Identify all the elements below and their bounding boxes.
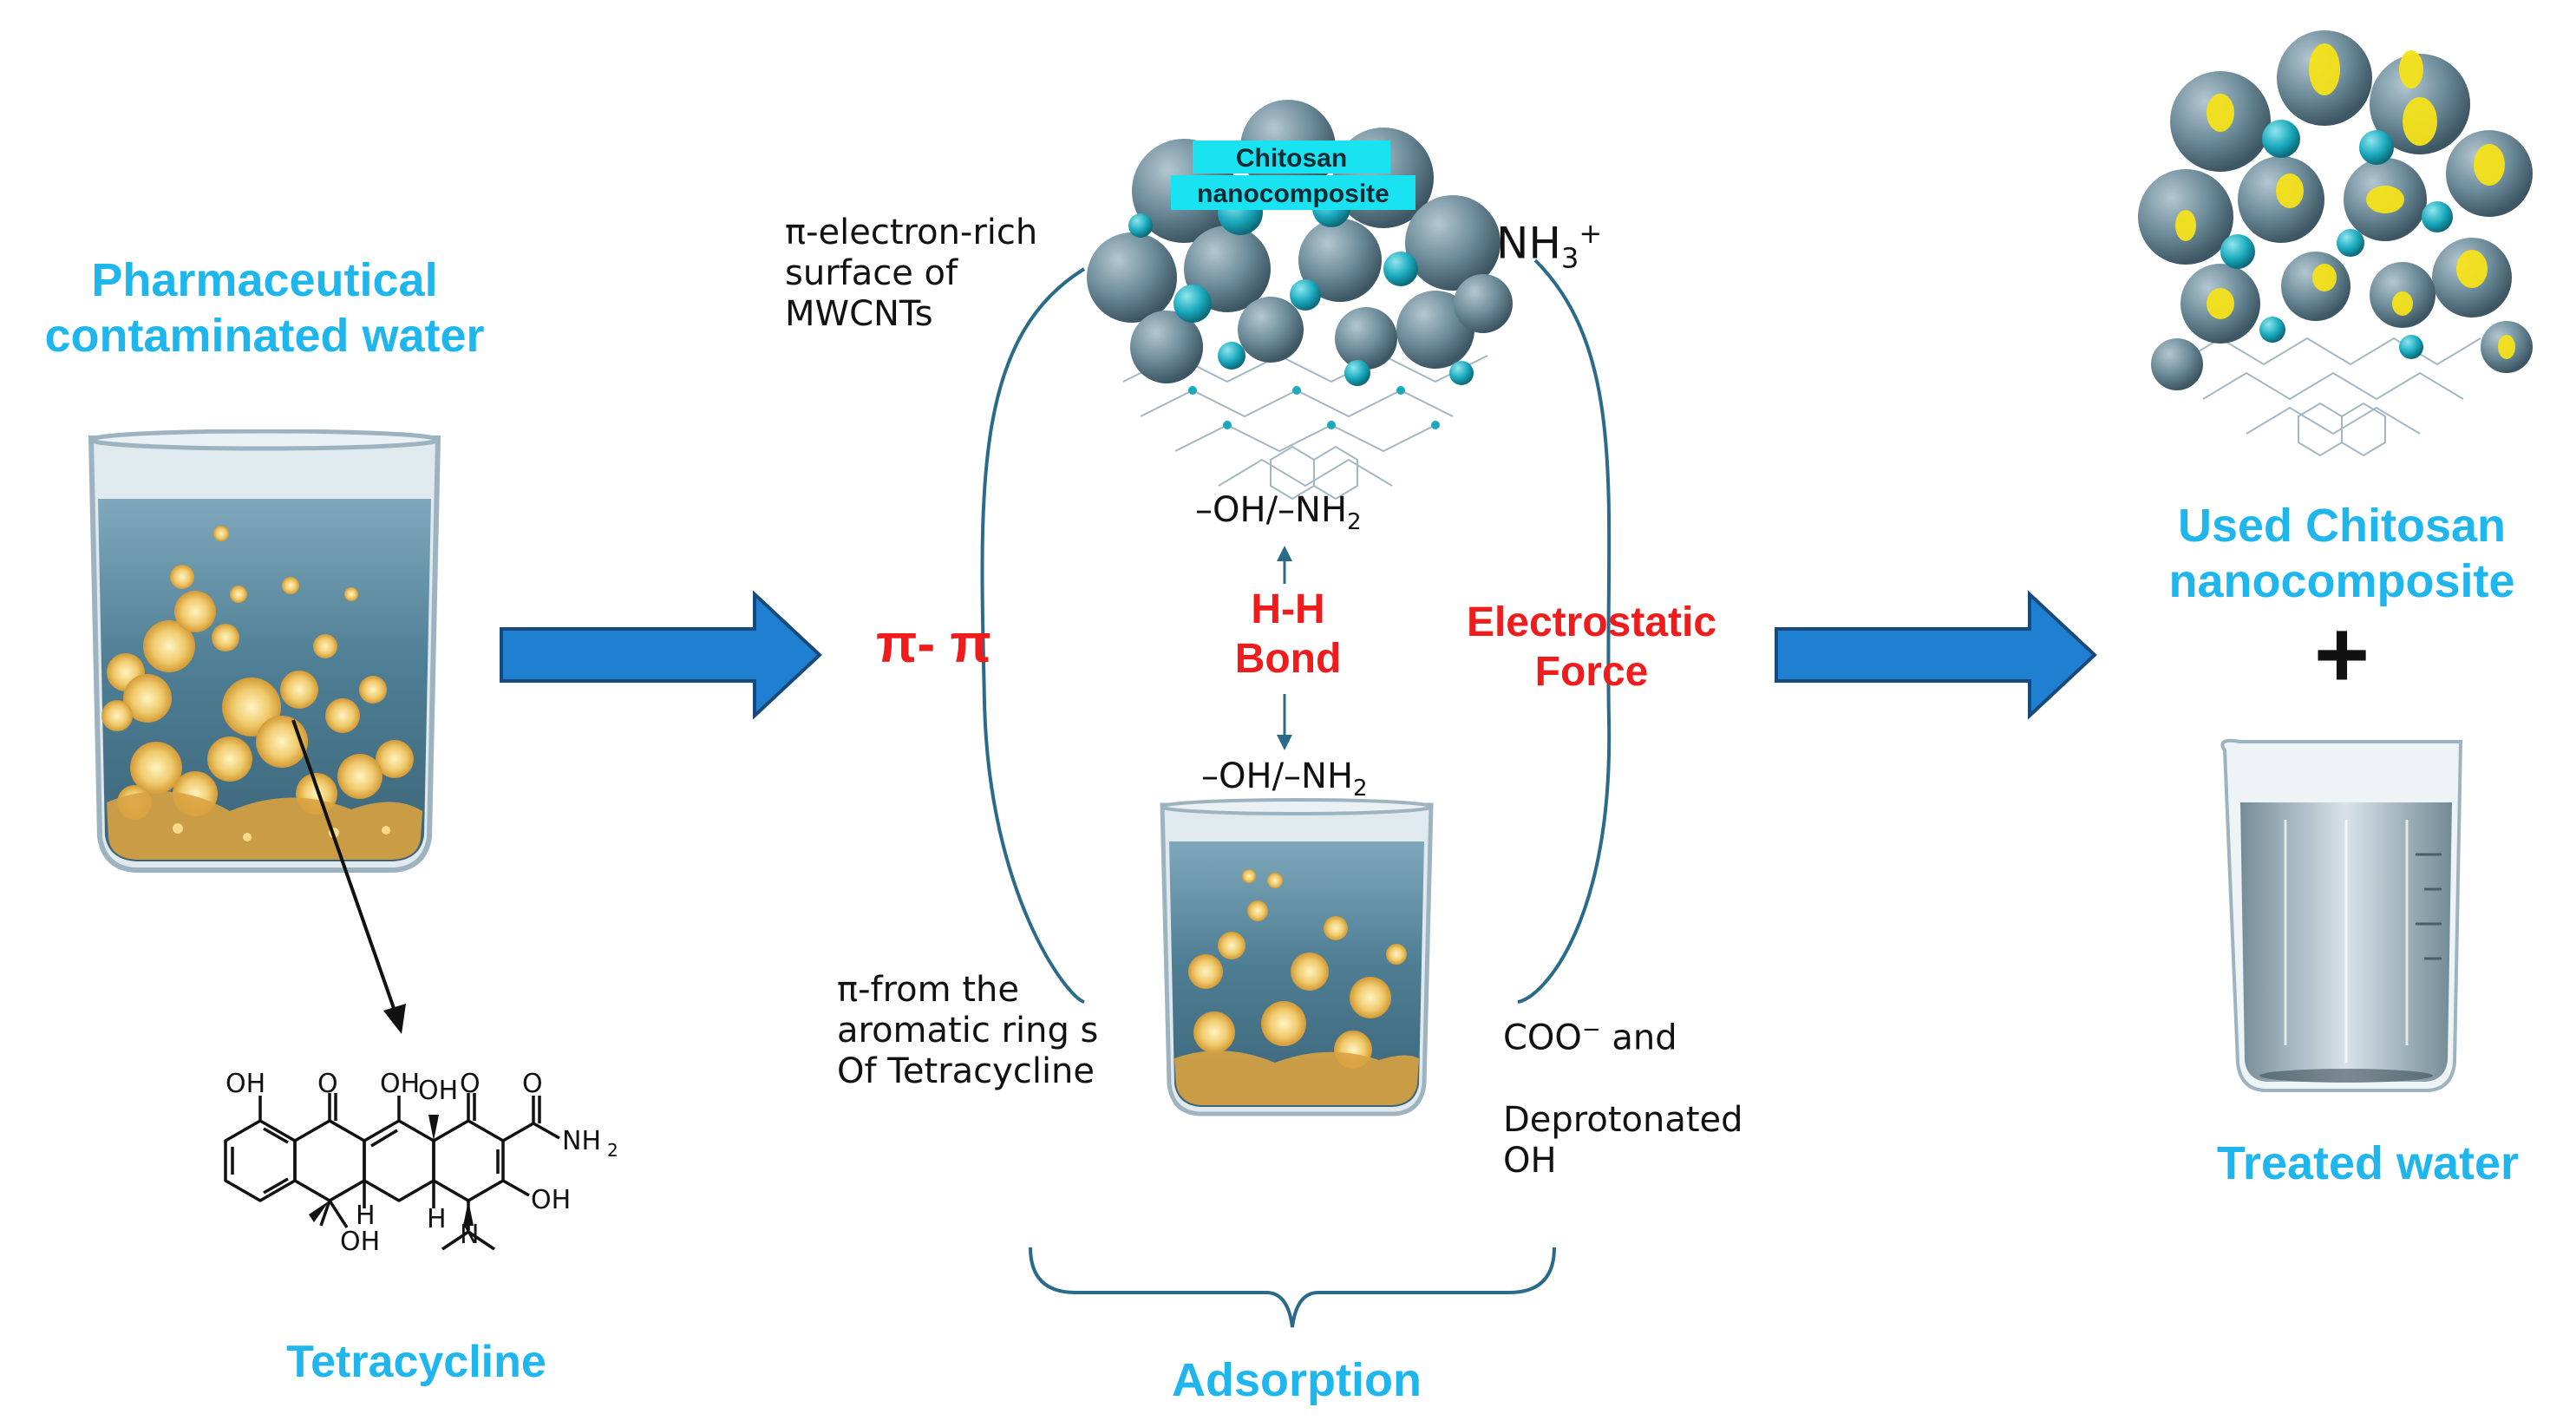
oh-nh2-top-label: –OH/–NH2 bbox=[1195, 490, 1362, 535]
atom-oh-5: OH bbox=[340, 1227, 380, 1257]
treated-water-beaker-image bbox=[2220, 738, 2463, 1092]
hbond-arrows bbox=[1277, 546, 1292, 750]
atom-oh-2: OH bbox=[380, 1069, 420, 1099]
coo-and: and bbox=[1600, 1018, 1677, 1058]
adsorption-beaker-image bbox=[1160, 798, 1434, 1116]
atom-o-1: O bbox=[317, 1069, 338, 1099]
flow-arrow-left bbox=[500, 590, 822, 720]
atom-n: N bbox=[460, 1220, 479, 1250]
contaminated-beaker-image bbox=[88, 429, 441, 873]
composite-label-line2: nanocomposite bbox=[1197, 180, 1389, 208]
adsorption-brace bbox=[1029, 1247, 1556, 1328]
pi-pi-label: π- π bbox=[876, 614, 991, 674]
pointer-arrow-to-molecule bbox=[291, 719, 406, 1034]
deprotonated-oh-label: Deprotonated OH bbox=[1503, 1099, 1743, 1182]
coo-charge: − bbox=[1581, 1017, 1601, 1044]
interaction-curves bbox=[980, 259, 1612, 1004]
adsorption-label: Adsorption bbox=[1172, 1354, 1422, 1406]
nh3-plus-label: NH3+ bbox=[1496, 217, 1603, 275]
hh-bond-label: H-H Bond bbox=[1234, 586, 1342, 682]
atom-nh2: NH bbox=[562, 1126, 601, 1156]
atom-oh-3: OH bbox=[418, 1076, 458, 1106]
atom-oh-1: OH bbox=[226, 1069, 265, 1099]
chitosan-composite-image bbox=[1087, 100, 1513, 501]
composite-label-line1: Chitosan bbox=[1235, 144, 1348, 173]
pharmaceutical-water-title: Pharmaceutical contaminated water bbox=[44, 254, 485, 362]
mwcnt-surface-text: π-electron-rich surface of MWCNTs bbox=[785, 213, 1038, 335]
plus-sign: + bbox=[2313, 601, 2370, 708]
atom-nh2-sub: 2 bbox=[607, 1140, 618, 1161]
electrostatic-force-label: Electrostatic Force bbox=[1466, 599, 1717, 695]
coo-deprotonated-text: COO− and Deprotonated OH bbox=[1503, 976, 1743, 1182]
tetracycline-structure: OH O OH OH O O NH 2 OH OH H H N bbox=[224, 1069, 618, 1257]
treated-water-label: Treated water bbox=[2216, 1137, 2520, 1189]
pi-aromatic-text: π-from the aromatic ring s Of Tetracycli… bbox=[837, 970, 1099, 1092]
used-composite-image bbox=[2138, 30, 2533, 457]
used-composite-title: Used Chitosan nanocomposite bbox=[2168, 500, 2515, 607]
coo-label: COO bbox=[1503, 1018, 1582, 1058]
tetracycline-caption: Tetracycline bbox=[286, 1337, 546, 1387]
atom-oh-4: OH bbox=[531, 1185, 571, 1215]
oh-nh2-bottom-label: –OH/–NH2 bbox=[1201, 756, 1368, 802]
atom-h-2: H bbox=[427, 1204, 447, 1234]
flow-arrow-right bbox=[1775, 590, 2097, 720]
atom-o-3: O bbox=[522, 1069, 543, 1099]
atom-o-2: O bbox=[460, 1069, 481, 1099]
atom-h-1: H bbox=[356, 1201, 376, 1231]
